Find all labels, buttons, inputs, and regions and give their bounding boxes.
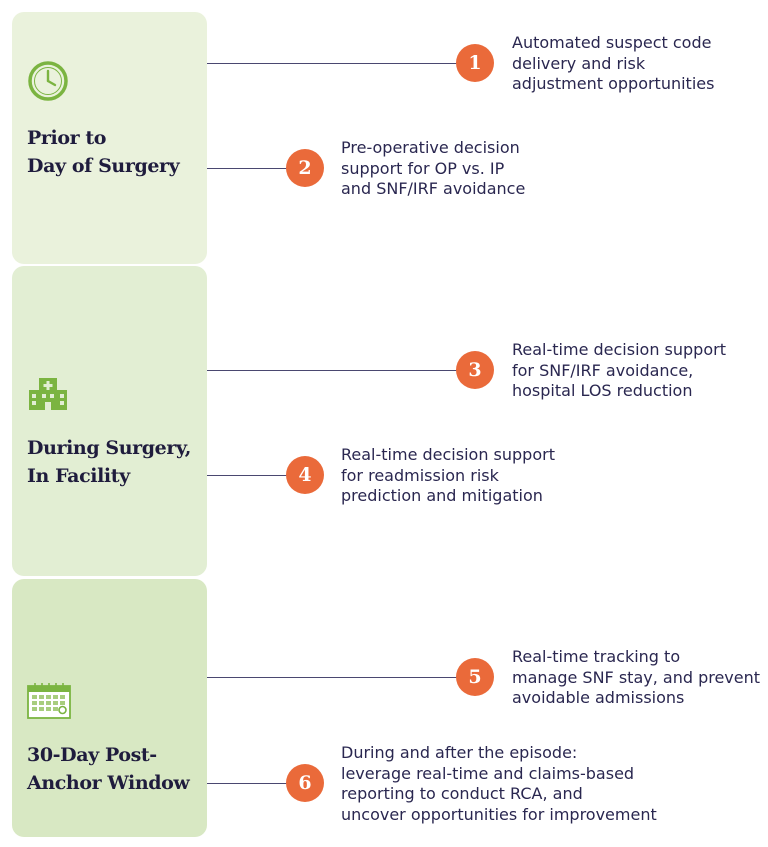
step-number-badge-1: 1 [456,44,494,82]
step-number-badge-4: 4 [286,456,324,494]
connector-line-1 [207,63,457,64]
step-number-badge-5: 5 [456,658,494,696]
connector-line-4 [207,475,287,476]
phase-panel-post: 30-Day Post- Anchor Window [12,579,207,837]
phase-panel-during: During Surgery, In Facility [12,266,207,576]
step-text-1: Automated suspect code delivery and risk… [512,33,715,93]
calendar-icon [27,683,71,723]
step-text-5: Real-time tracking to manage SNF stay, a… [512,647,761,707]
step-number-badge-6: 6 [286,764,324,802]
connector-line-3 [207,370,457,371]
step-text-6: During and after the episode: leverage r… [341,743,657,824]
connector-line-5 [207,677,457,678]
step-text-4: Real-time decision support for readmissi… [341,445,555,505]
step-text-2: Pre-operative decision support for OP vs… [341,138,526,198]
connector-line-2 [207,168,287,169]
phase-title-prior: Prior to Day of Surgery [27,127,180,177]
phase-panel-prior: Prior to Day of Surgery [12,12,207,264]
step-number-badge-2: 2 [286,149,324,187]
phase-title-during: During Surgery, In Facility [27,437,191,487]
step-text-3: Real-time decision support for SNF/IRF a… [512,340,726,400]
step-number-badge-3: 3 [456,351,494,389]
clock-icon [27,60,69,106]
phase-title-post: 30-Day Post- Anchor Window [27,744,190,794]
hospital-building-icon [27,374,69,418]
connector-line-6 [207,783,287,784]
